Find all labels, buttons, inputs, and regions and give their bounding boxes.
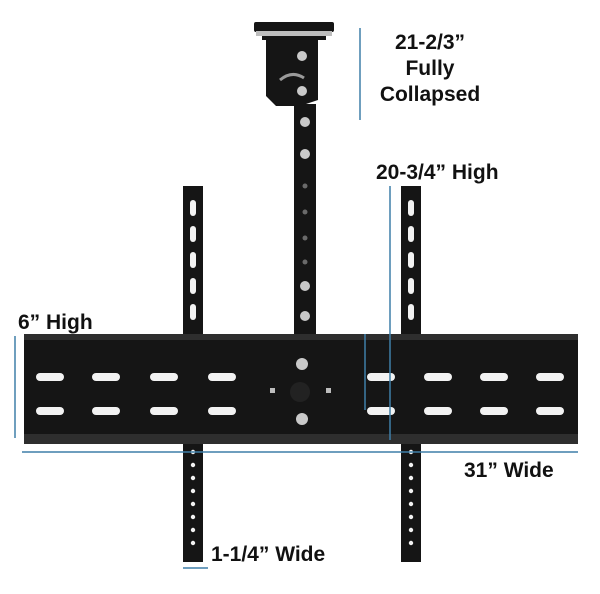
label-plate-width: 31” Wide	[464, 459, 554, 482]
label-collapsed-word1: Fully	[405, 57, 455, 80]
label-collapsed-value: 21-2/3”	[394, 31, 466, 54]
swivel-block	[266, 40, 318, 106]
label-fully-collapsed: 21-2/3” Fully Collapsed	[364, 30, 496, 108]
dimension-lines	[14, 28, 578, 569]
label-max-height: 20-3/4” High	[376, 161, 499, 184]
ceiling-plate	[254, 22, 334, 40]
label-plate-height: 6” High	[18, 311, 93, 334]
label-arm-width: 1-1/4” Wide	[211, 543, 326, 566]
label-collapsed-word2: Collapsed	[379, 83, 481, 106]
mounting-plate	[24, 334, 578, 444]
extension-pole	[294, 104, 316, 336]
